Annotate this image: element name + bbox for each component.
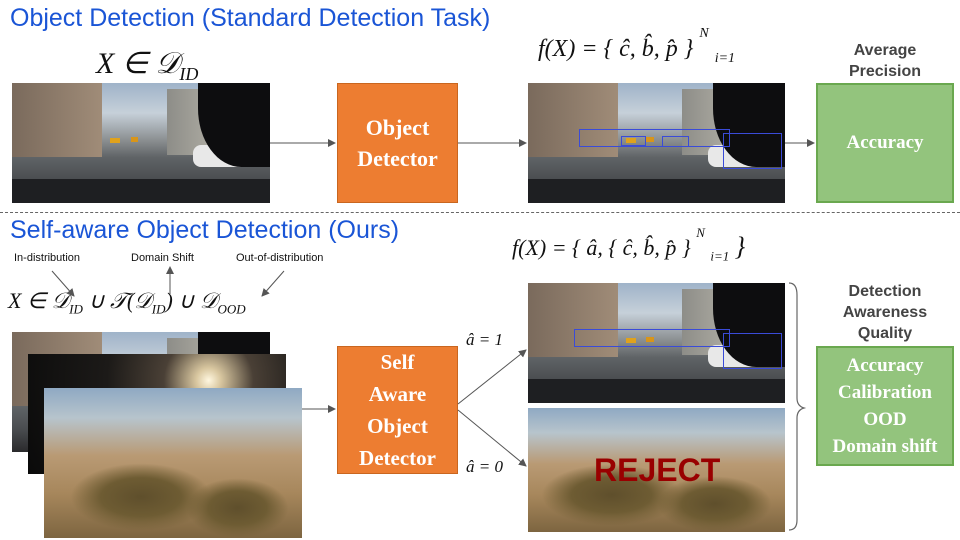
arrow-selfaware-to-reject [457,409,527,467]
quality-item-calibration: Calibration [838,382,932,403]
bottom-input-math: X ∈ 𝒟ID ∪ 𝒯(𝒟ID) ∪ 𝒟OOD [8,288,246,317]
label-domain-shift: Domain Shift [131,252,194,264]
bottom-input-union-t: ∪ 𝒯(𝒟 [88,288,152,313]
top-metric-label: Average Precision [830,40,940,82]
arrow-selfaware-to-accept [457,349,527,405]
arrow-label-id [51,270,75,297]
detection-awareness-quality-label: Detection Awareness Quality [822,281,948,344]
label-in-distribution: In-distribution [14,252,81,264]
bottom-input-sub-ood: OOD [217,301,246,317]
self-aware-line4: Detector [359,446,436,470]
top-object-detector-box: Object Detector [337,83,458,203]
quality-item-domain-shift: Domain shift [832,436,938,457]
bottom-input-union-close: ) ∪ 𝒟 [165,288,218,313]
reject-label: REJECT [594,452,721,488]
quality-label-line1: Detection [848,283,922,300]
top-input-math: X ∈ 𝒟ID [96,46,198,85]
bottom-output-math: f(X) = { â, { ĉ, b̂, p̂ } N i=1 } [512,224,746,264]
top-metric-label-line1: Average [853,42,917,59]
top-section-title: Object Detection (Standard Detection Tas… [10,4,491,32]
a-hat-zero-label: â = 0 [466,457,503,476]
quality-item-accuracy: Accuracy [846,355,924,376]
top-output-math-main: f(X) = { ĉ, b̂, p̂ } [538,36,694,62]
a-hat-one-label: â = 1 [466,330,503,349]
bottom-input-math-main: X ∈ 𝒟 [8,288,70,313]
bottom-input-sub-id: ID [69,301,83,317]
self-aware-detector-box: Self Aware Object Detector [337,346,458,474]
top-accuracy-value: Accuracy [846,132,924,153]
top-input-math-sub: ID [179,64,199,84]
top-metric-label-line2: Precision [848,63,922,80]
arrow-label-ood [261,270,285,297]
label-out-of-distribution: Out-of-distribution [236,252,324,264]
top-output-image [528,83,785,203]
quality-label-line2: Awareness [842,304,928,321]
quality-label-line3: Quality [857,325,913,342]
bottom-output-image-reject [528,408,785,532]
top-output-sup: N [699,26,709,41]
top-detector-line2: Detector [357,146,438,171]
bottom-input-image-ood [44,388,302,538]
bottom-output-sub: i=1 [710,248,730,264]
section-divider [0,212,960,213]
self-aware-line2: Aware [368,382,427,406]
self-aware-line3: Object [367,414,428,438]
bottom-input-sub-id-2: ID [151,301,166,317]
top-output-math: f(X) = { ĉ, b̂, p̂ } N i=1 [538,26,736,67]
bottom-output-sup: N [696,224,705,240]
top-output-sub: i=1 [714,50,736,66]
top-detector-line1: Object [365,115,430,140]
right-brace [788,282,807,531]
quality-item-ood: OOD [863,409,907,430]
top-input-math-main: X ∈ 𝒟 [96,47,180,80]
quality-metrics-box: Accuracy Calibration OOD Domain shift [816,346,954,466]
bottom-section-title: Self-aware Object Detection (Ours) [10,216,400,244]
self-aware-line1: Self [380,350,415,374]
bottom-output-math-main: f(X) = { â, { ĉ, b̂, p̂ } [512,235,691,260]
top-accuracy-box: Accuracy [816,83,954,203]
top-input-image [12,83,270,203]
bottom-output-image-accept [528,283,785,403]
